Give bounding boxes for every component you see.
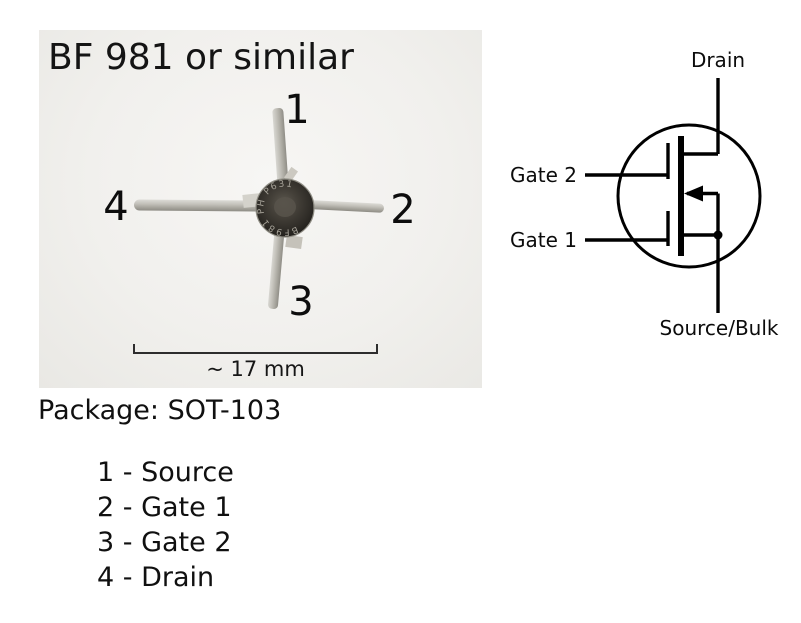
- pinout-item-2: 2 - Gate 1: [97, 492, 232, 523]
- scale-bar: [133, 344, 378, 354]
- source-bulk-junction-dot: [713, 230, 723, 240]
- scale-label: ~ 17 mm: [206, 357, 305, 381]
- pinout-item-3: 3 - Gate 2: [97, 527, 232, 558]
- pin-number-2: 2: [390, 187, 416, 233]
- lead-3-gate2: [267, 232, 285, 310]
- lead-4-drain: [133, 199, 258, 212]
- photo-title: BF 981 or similar: [48, 37, 354, 78]
- can-center-highlight: [274, 197, 296, 217]
- transistor-photo: BF 981 or similar BF981 PH P631 1 2 3 4 …: [39, 30, 482, 388]
- bulk-arrow: [684, 185, 703, 202]
- transistor-body: BF981 PH P631: [255, 178, 315, 238]
- pin-number-1: 1: [284, 87, 310, 133]
- pin-number-3: 3: [288, 279, 314, 325]
- schematic-circle: [616, 123, 762, 269]
- mosfet-schematic: Drain Gate 2 Gate 1 Source/Bulk: [510, 48, 779, 340]
- gate2-label: Gate 2: [510, 163, 577, 187]
- lead-2-gate1: [310, 200, 385, 213]
- gate1-label: Gate 1: [510, 228, 577, 252]
- drain-label: Drain: [691, 48, 745, 72]
- source-bulk-label: Source/Bulk: [660, 316, 779, 340]
- pinout-list: 1 - Source 2 - Gate 1 3 - Gate 2 4 - Dra…: [97, 455, 234, 595]
- pinout-item-1: 1 - Source: [97, 457, 234, 488]
- pin-number-4: 4: [103, 184, 129, 230]
- pinout-item-4: 4 - Drain: [97, 562, 215, 593]
- package-label: Package: SOT-103: [38, 395, 282, 426]
